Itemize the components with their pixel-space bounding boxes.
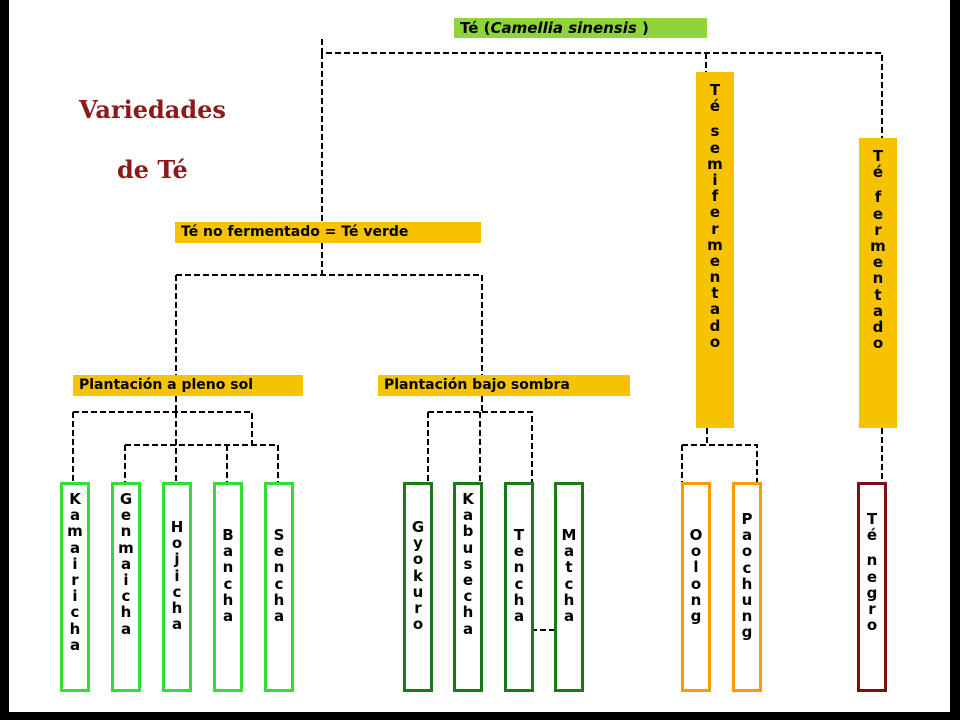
root-close: ) xyxy=(636,19,649,37)
node-unfermented-label: Té no fermentado = Té verde xyxy=(181,224,409,240)
node-unfermented: Té no fermentado = Té verde xyxy=(175,222,481,243)
diagram-title: Variedades de Té xyxy=(49,80,249,200)
node-full-sun: Plantación a pleno sol xyxy=(73,375,303,396)
diagram-canvas: { "title": { "line1": "Variedades", "lin… xyxy=(9,0,950,712)
title-line-2: de Té xyxy=(117,155,188,184)
root-species: Camellia sinensis xyxy=(490,19,637,37)
root-node: Té (Camellia sinensis ) xyxy=(454,18,707,38)
node-shade-label: Plantación bajo sombra xyxy=(384,377,570,393)
title-line-1: Variedades xyxy=(79,95,226,124)
root-label: Té ( xyxy=(460,19,491,37)
node-shade: Plantación bajo sombra xyxy=(378,375,630,396)
connector-lines xyxy=(72,39,883,631)
node-full-sun-label: Plantación a pleno sol xyxy=(79,377,254,393)
